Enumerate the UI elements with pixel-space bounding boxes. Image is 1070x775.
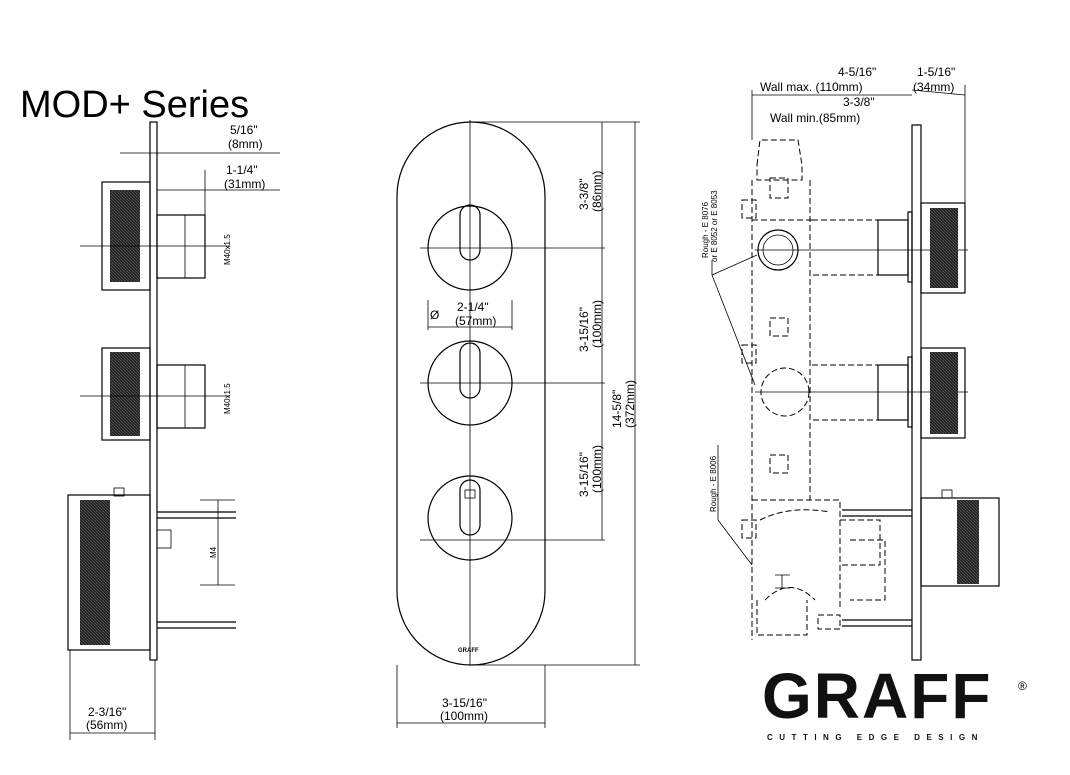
svg-text:(34mm): (34mm) (913, 80, 954, 94)
svg-text:®: ® (1018, 679, 1027, 693)
svg-text:(56mm): (56mm) (86, 718, 127, 732)
svg-text:(8mm): (8mm) (228, 137, 263, 151)
knob-bottom (420, 475, 605, 561)
wall-plate (911, 124, 922, 661)
handle-top: M40x1.5 (80, 181, 232, 291)
handle-middle: M40x1.5 (80, 347, 232, 441)
svg-text:Wall max. (110mm): Wall max. (110mm) (760, 80, 863, 94)
svg-text:Ø: Ø (430, 308, 439, 322)
svg-text:2-3/16": 2-3/16" (88, 705, 126, 719)
svg-text:3-15/16": 3-15/16" (577, 307, 591, 352)
svg-text:1-5/16": 1-5/16" (917, 65, 955, 79)
svg-text:3-15/16": 3-15/16" (577, 452, 591, 497)
svg-text:M4: M4 (209, 546, 218, 558)
svg-text:3-3/8": 3-3/8" (577, 178, 591, 210)
svg-text:CUTTING EDGE DESIGN: CUTTING EDGE DESIGN (767, 733, 984, 742)
page-title: MOD+ Series (20, 84, 249, 126)
knob-top (420, 204, 605, 291)
svg-text:(100mm): (100mm) (440, 709, 488, 723)
svg-text:2-1/4": 2-1/4" (457, 300, 489, 314)
svg-text:(100mm): (100mm) (590, 445, 604, 493)
svg-text:Rough - E 8006: Rough - E 8006 (709, 455, 718, 512)
svg-text:Wall min.(85mm): Wall min.(85mm) (770, 111, 860, 125)
svg-text:(86mm): (86mm) (590, 171, 604, 212)
svg-text:(57mm): (57mm) (455, 314, 496, 328)
svg-text:1-1/4": 1-1/4" (226, 163, 258, 177)
knob-middle (420, 340, 605, 426)
handle-bottom: M4 (67, 487, 236, 651)
plate-logo: GRAFF (458, 648, 479, 654)
svg-text:3-3/8": 3-3/8" (843, 95, 875, 109)
svg-text:(372mm): (372mm) (623, 380, 637, 428)
side-view: 5/16" (8mm) 1-1/4" (31mm) M40x1.5 M40x1.… (67, 121, 280, 740)
svg-text:or E 8052 or E 8053: or E 8052 or E 8053 (710, 190, 719, 262)
svg-text:M40x1.5: M40x1.5 (223, 234, 232, 265)
svg-text:Rough - E 8076: Rough - E 8076 (701, 201, 710, 258)
svg-text:5/16": 5/16" (230, 123, 258, 137)
svg-text:(31mm): (31mm) (224, 177, 265, 191)
trim-plate (396, 121, 546, 666)
front-view: GRAFF Ø 2-1/4" (57mm) 3-3/8" (86mm) 3-15… (396, 120, 640, 728)
svg-text:14-5/8": 14-5/8" (610, 390, 624, 428)
svg-text:4-5/16": 4-5/16" (838, 65, 876, 79)
wall-plate (149, 121, 158, 661)
svg-text:3-15/16": 3-15/16" (442, 696, 487, 710)
section-view: 4-5/16" Wall max. (110mm) 3-3/8" Wall mi… (701, 65, 1000, 661)
graff-logo: GRAFF ® CUTTING EDGE DESIGN (762, 660, 1027, 742)
svg-text:GRAFF: GRAFF (762, 660, 992, 732)
svg-text:M40x1.5: M40x1.5 (223, 383, 232, 414)
svg-text:(100mm): (100mm) (590, 300, 604, 348)
